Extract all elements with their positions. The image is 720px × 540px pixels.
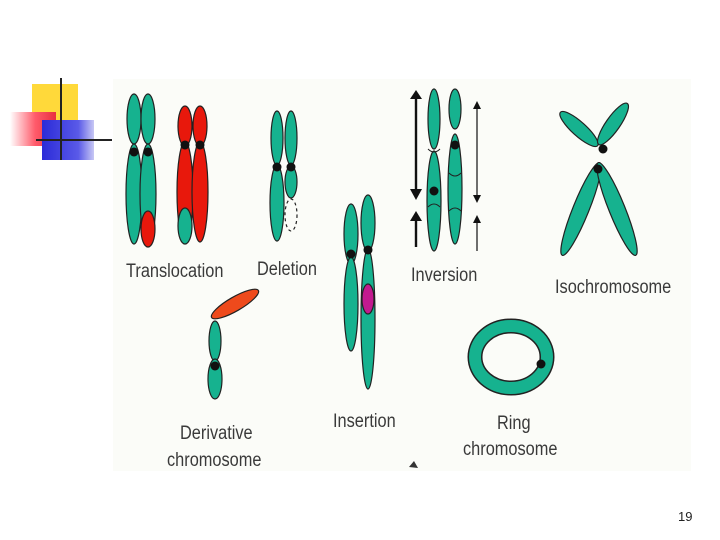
derivative-orange-segment	[210, 288, 260, 320]
translocation-chr4-q-arm	[191, 141, 209, 243]
derivative-p-arm	[208, 320, 222, 362]
label-derivative-line1: Derivative	[180, 423, 253, 444]
insertion-chr1-q-arm	[343, 256, 359, 352]
insertion-inserted-segment	[361, 283, 375, 315]
isochromosome-arm-upper-left	[559, 110, 599, 148]
derivative-q-arm	[207, 358, 223, 400]
translocation-chr1-p-arm	[126, 93, 142, 145]
centromere	[129, 147, 139, 157]
label-insertion: Insertion	[333, 411, 396, 432]
decor-vertical-line	[60, 78, 62, 160]
insertion-chr2-q-arm	[360, 248, 376, 390]
centromere	[593, 164, 603, 174]
centromere	[346, 249, 356, 259]
centromere	[286, 162, 296, 172]
isochromosome-arm-lower-right	[596, 161, 638, 257]
inversion-up-arrow-head	[410, 211, 422, 221]
inversion-segment-marks	[427, 148, 441, 208]
translocation-chr3-p-arm	[177, 105, 193, 147]
deletion-missing-segment	[284, 198, 298, 232]
inversion-down-arrow-head	[473, 195, 481, 203]
centromere	[195, 140, 205, 150]
inversion-chr2-p-arm	[448, 88, 462, 130]
label-ring-line1: Ring	[497, 413, 531, 434]
label-translocation: Translocation	[126, 261, 224, 282]
inversion-chr1-p-arm	[427, 88, 441, 150]
page-number: 19	[678, 509, 693, 524]
deletion-chr1-p-arm	[270, 110, 284, 166]
label-isochromosome: Isochromosome	[555, 277, 672, 298]
small-dark-mark	[409, 461, 418, 468]
centromere	[363, 245, 373, 255]
inversion-up-arrow-head	[473, 101, 481, 109]
centromere	[429, 186, 439, 196]
insertion-chr2-p-arm	[360, 194, 376, 252]
translocation-chr4-p-arm	[192, 105, 208, 147]
centromere	[180, 140, 190, 150]
label-derivative-line2: chromosome	[167, 450, 262, 471]
translocation-swapped-green-segment	[177, 207, 193, 245]
chromosome-abnormalities-diagram: Translocation Deletion Inversion Isochro…	[113, 79, 691, 471]
centromere	[450, 140, 460, 150]
label-ring-line2: chromosome	[463, 439, 558, 460]
inversion-chr1-q-arm	[426, 150, 442, 252]
deletion-chr1-q-arm	[269, 164, 285, 242]
inversion-down-arrow-head	[410, 189, 422, 200]
translocation-swapped-red-segment	[140, 210, 156, 248]
centromere	[272, 162, 282, 172]
isochromosome-arm-upper-right	[596, 102, 630, 146]
deletion-chr2-p-arm	[284, 110, 298, 166]
label-deletion: Deletion	[257, 259, 317, 280]
centromere	[143, 147, 153, 157]
inversion-up-arrow-head	[473, 215, 481, 223]
centromere	[536, 359, 546, 369]
inversion-chr2-q-arm	[447, 133, 463, 245]
ring-chromosome-body	[469, 320, 553, 394]
decor-horizontal-line	[36, 139, 112, 141]
diagram-canvas	[125, 88, 638, 468]
label-inversion: Inversion	[411, 265, 478, 286]
centromere	[598, 144, 608, 154]
centromere	[210, 361, 220, 371]
inversion-segment-marks	[448, 172, 462, 212]
translocation-chr2-p-arm	[140, 93, 156, 145]
inversion-up-arrow-head	[410, 90, 422, 99]
